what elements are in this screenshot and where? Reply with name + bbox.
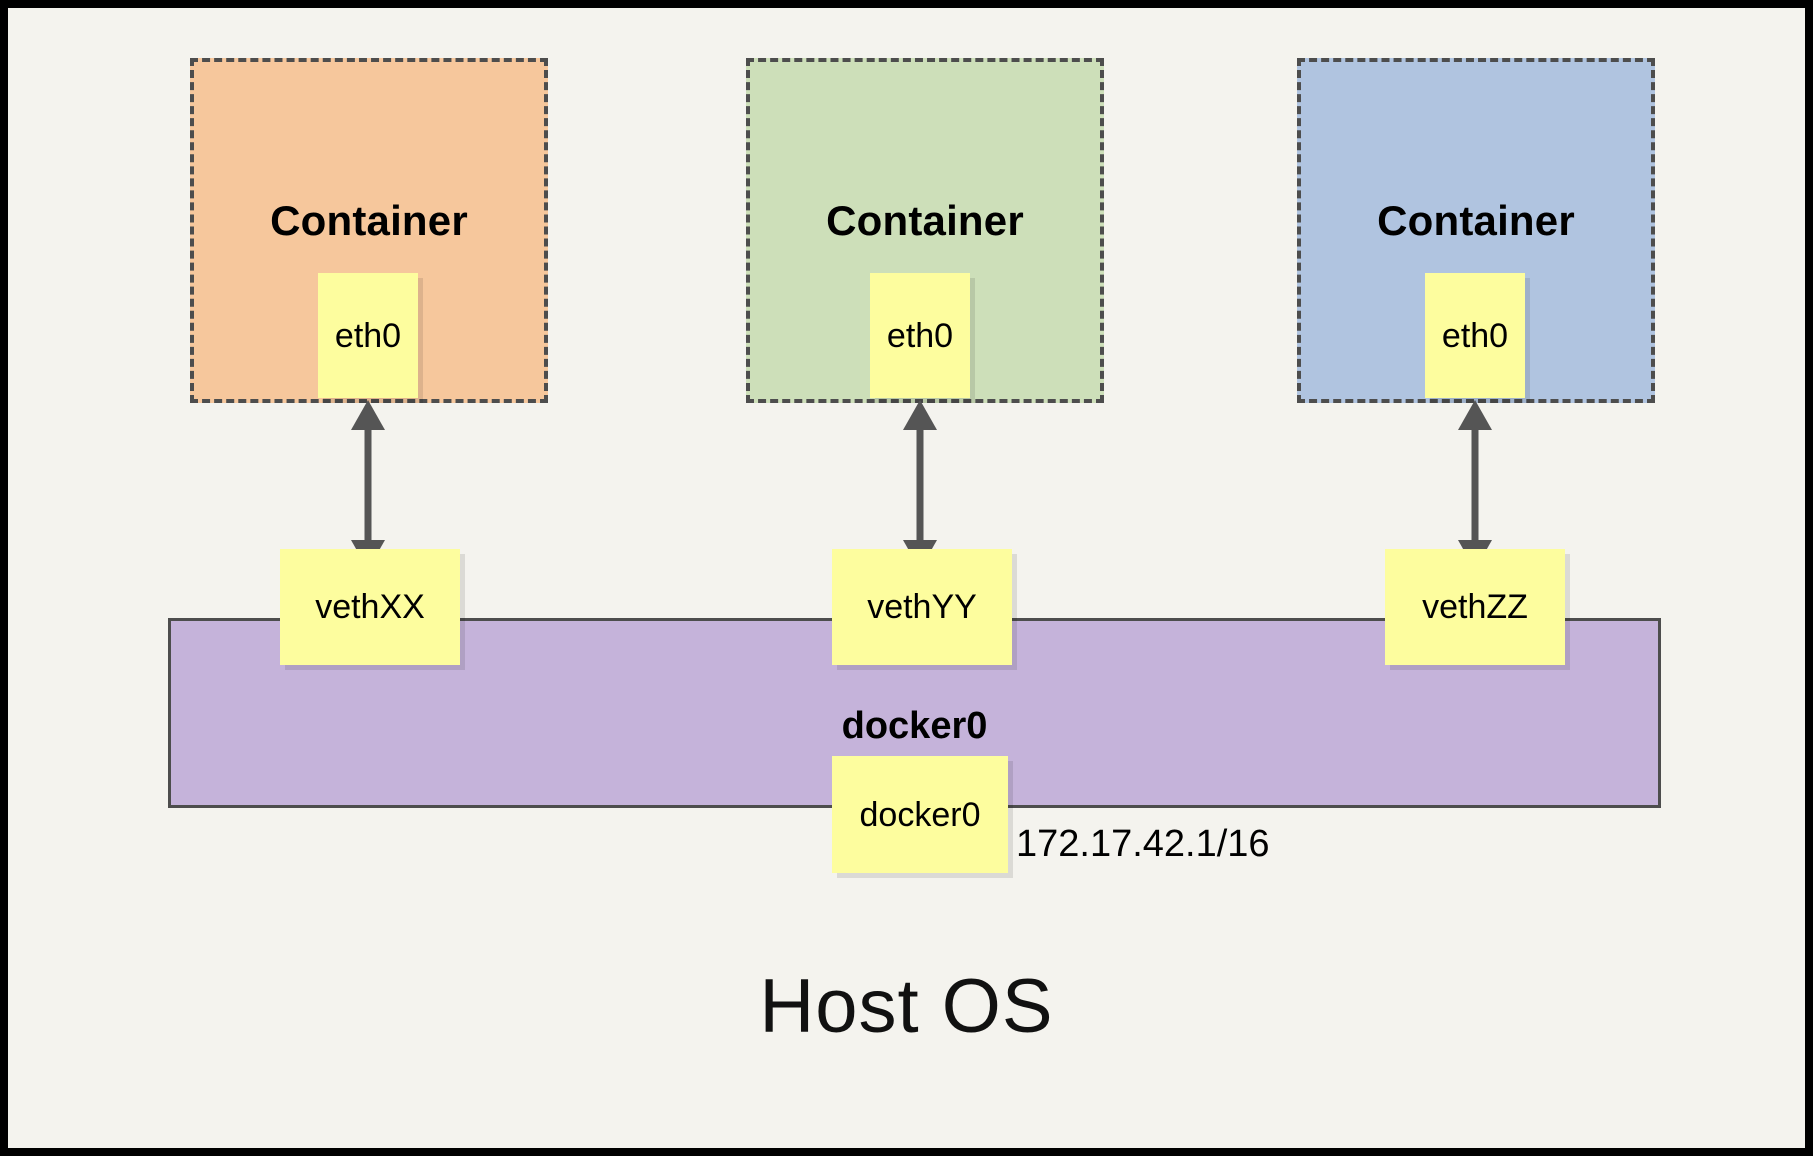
docker0-ip-label: 172.17.42.1/16 — [1016, 823, 1270, 865]
diagram-canvas: docker0 Container Container Container et… — [8, 8, 1805, 1148]
container-title-2: Container — [826, 197, 1024, 244]
veth-box-2: vethYY — [832, 549, 1012, 665]
veth-box-1: vethXX — [280, 549, 460, 665]
docker0-bridge-label: docker0 — [841, 705, 988, 747]
veth-link-arrow-3 — [1453, 400, 1497, 570]
container-title-3: Container — [1377, 197, 1575, 244]
veth-link-arrow-1 — [346, 400, 390, 570]
container-title-1: Container — [270, 197, 468, 244]
docker0-interface-box: docker0 — [832, 756, 1008, 873]
veth-link-arrow-2 — [898, 400, 942, 570]
eth0-box-container-3: eth0 — [1425, 273, 1525, 398]
eth0-box-container-2: eth0 — [870, 273, 970, 398]
eth0-box-container-1: eth0 — [318, 273, 418, 398]
host-os-label: Host OS — [759, 964, 1054, 1049]
veth-box-3: vethZZ — [1385, 549, 1565, 665]
